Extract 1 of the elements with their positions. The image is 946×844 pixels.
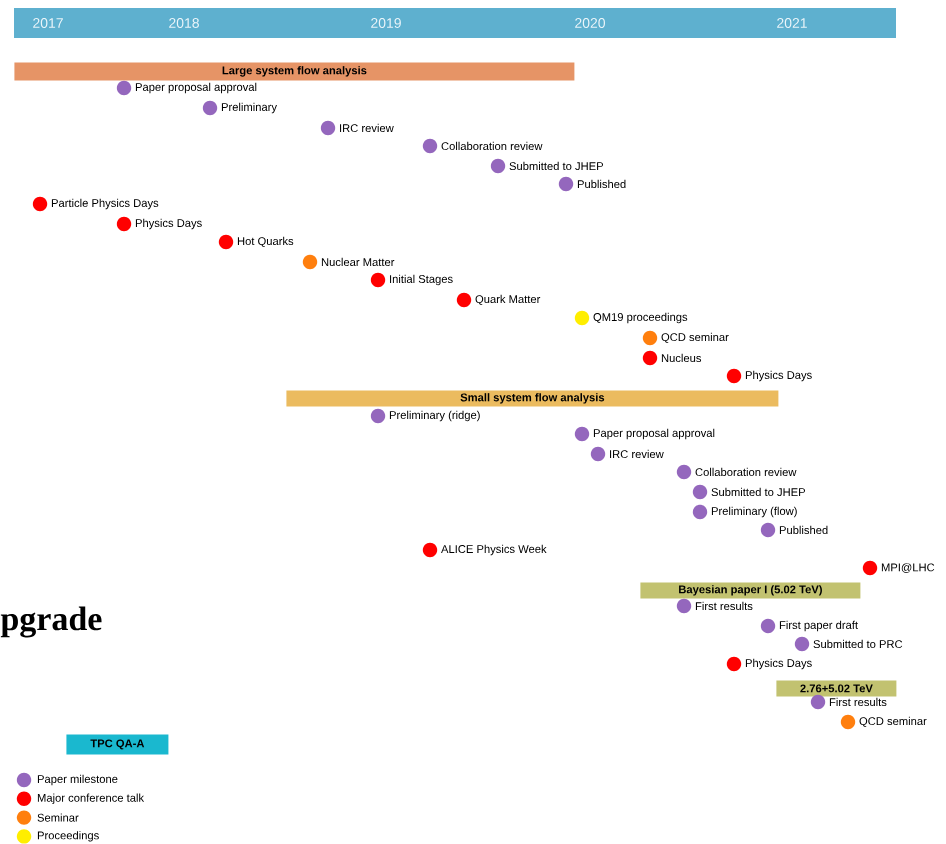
heading-fragment: pgrade xyxy=(0,606,102,638)
